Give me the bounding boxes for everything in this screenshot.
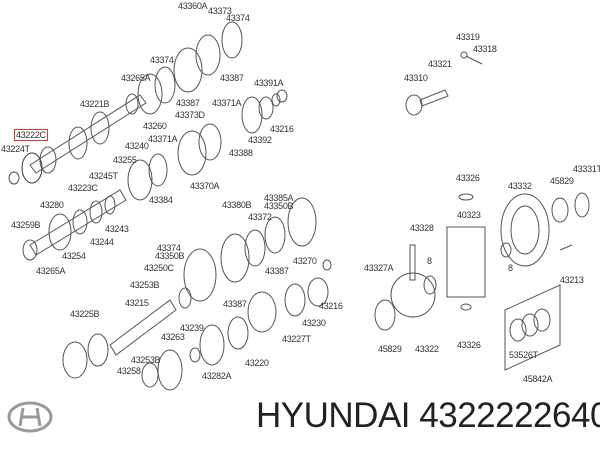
part-caption: HYUNDAI 4322222640 xyxy=(256,396,600,436)
part-label[interactable]: 43385A xyxy=(264,193,294,203)
part-label[interactable]: 43221B xyxy=(80,99,110,109)
part-label[interactable]: 8 xyxy=(508,263,513,273)
part-label[interactable]: 43387 xyxy=(220,73,244,83)
part-label[interactable]: 43328 xyxy=(410,223,434,233)
upper-gears xyxy=(127,21,288,201)
part-label[interactable]: 53526T xyxy=(509,350,538,360)
part-label[interactable]: 43240 xyxy=(125,141,149,151)
lower-gears xyxy=(62,197,332,391)
part-label[interactable]: 43331T xyxy=(573,164,600,174)
part-label[interactable]: 45829 xyxy=(550,176,574,186)
part-label[interactable]: 43326 xyxy=(457,340,481,350)
part-label[interactable]: 43392 xyxy=(248,135,272,145)
differential xyxy=(374,192,590,371)
part-label[interactable]: 43380B xyxy=(222,200,252,210)
part-label[interactable]: 43225B xyxy=(70,309,100,319)
part-label[interactable]: 45842A xyxy=(523,374,553,384)
part-label[interactable]: 43258 xyxy=(117,366,141,376)
part-label[interactable]: 45829 xyxy=(378,344,402,354)
part-label[interactable]: 43224T xyxy=(1,144,30,154)
speedometer-gear xyxy=(405,51,483,116)
part-label[interactable]: 8 xyxy=(427,256,432,266)
part-label[interactable]: 43253B xyxy=(130,280,160,290)
part-label[interactable]: 43332 xyxy=(508,181,532,191)
part-label[interactable]: 43220 xyxy=(245,358,269,368)
part-label[interactable]: 43387 xyxy=(265,266,289,276)
part-label[interactable]: 43360A xyxy=(178,1,208,11)
part-label[interactable]: 43216 xyxy=(270,124,294,134)
part-label[interactable]: 43250C xyxy=(144,263,174,273)
bearing-43222c xyxy=(21,152,43,184)
part-label[interactable]: 43245T xyxy=(89,171,118,181)
part-label[interactable]: 43370A xyxy=(190,181,220,191)
part-label[interactable]: 43280 xyxy=(40,200,64,210)
part-label[interactable]: 43254 xyxy=(62,251,86,261)
part-label[interactable]: 43372 xyxy=(248,212,272,222)
part-label[interactable]: 43326 xyxy=(456,173,480,183)
part-label[interactable]: 43265A xyxy=(121,73,151,83)
part-number: 4322222640 xyxy=(419,396,600,435)
part-label[interactable]: 43371A xyxy=(212,98,242,108)
part-label[interactable]: 43265A xyxy=(36,266,66,276)
part-label[interactable]: 43322 xyxy=(415,344,439,354)
part-label[interactable]: 43384 xyxy=(149,195,173,205)
part-label[interactable]: 43321 xyxy=(428,59,452,69)
hyundai-logo xyxy=(7,401,53,433)
brand-name: HYUNDAI xyxy=(256,396,411,435)
part-label[interactable]: 43387 xyxy=(223,299,247,309)
part-label[interactable]: 43223C xyxy=(68,183,98,193)
part-label-highlighted[interactable]: 43222C xyxy=(14,129,48,141)
part-label[interactable]: 43350B xyxy=(155,251,185,261)
part-label[interactable]: 43260 xyxy=(143,121,167,131)
part-label[interactable]: 43255 xyxy=(113,155,137,165)
part-label[interactable]: 43374 xyxy=(157,243,181,253)
part-label[interactable]: 43391A xyxy=(254,78,284,88)
part-label[interactable]: 43374 xyxy=(150,55,174,65)
part-label[interactable]: 43270 xyxy=(293,256,317,266)
part-label[interactable]: 43243 xyxy=(105,224,129,234)
part-label[interactable]: 43244 xyxy=(90,237,114,247)
part-label[interactable]: 40323 xyxy=(457,210,481,220)
part-label[interactable]: 43215 xyxy=(125,298,149,308)
part-label[interactable]: 43318 xyxy=(473,44,497,54)
part-label[interactable]: 43230 xyxy=(302,318,326,328)
part-label[interactable]: 43227T xyxy=(282,334,311,344)
part-label[interactable]: 43327A xyxy=(364,263,394,273)
part-label[interactable]: 43319 xyxy=(456,32,480,42)
part-label[interactable]: 43310 xyxy=(404,73,428,83)
part-label[interactable]: 43239 xyxy=(180,323,204,333)
part-label[interactable]: 43388 xyxy=(229,148,253,158)
part-label[interactable]: 43373D xyxy=(175,110,205,120)
part-label[interactable]: 43213 xyxy=(560,275,584,285)
part-label[interactable]: 43253B xyxy=(131,355,161,365)
part-label[interactable]: 43282A xyxy=(202,371,232,381)
part-label[interactable]: 43259B xyxy=(11,220,41,230)
counter-shaft xyxy=(22,189,127,261)
part-label[interactable]: 43387 xyxy=(176,98,200,108)
part-label[interactable]: 43373 xyxy=(208,6,232,16)
part-label[interactable]: 43263 xyxy=(161,332,185,342)
bearing-race xyxy=(8,171,20,185)
part-label[interactable]: 43350B xyxy=(264,201,294,211)
part-label[interactable]: 43371A xyxy=(148,134,178,144)
part-label[interactable]: 43216 xyxy=(319,301,343,311)
part-label[interactable]: 43374 xyxy=(226,13,250,23)
